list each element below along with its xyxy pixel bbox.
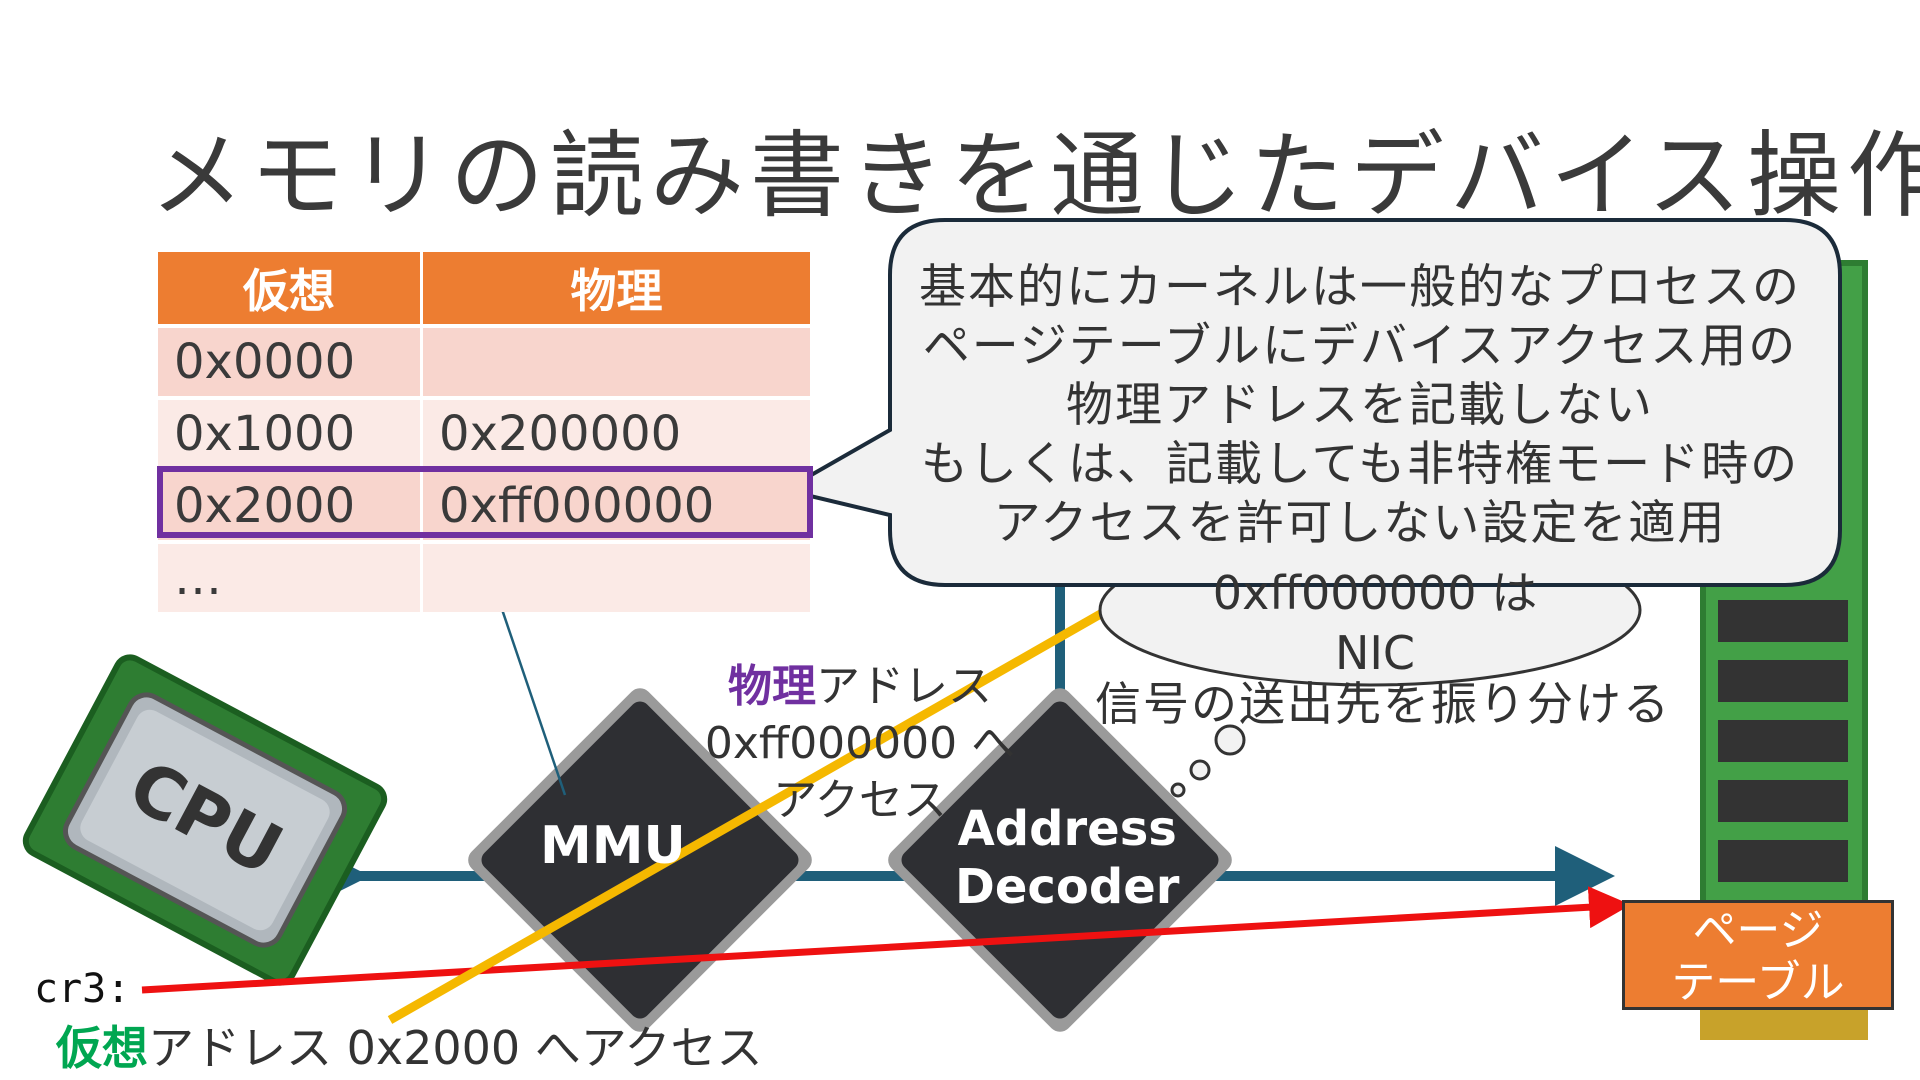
physical-access-label: 物理アドレス 0xff000000 へ アクセス [700, 658, 1020, 829]
cpu-icon: CPU [22, 654, 388, 986]
cr3-register-label: cr3: [34, 966, 131, 1012]
slide-title: メモリの読み書きを通じたデバイス操作 [150, 122, 1920, 231]
physical-cell [421, 540, 810, 612]
decoder-description: 信号の送出先を振り分ける [1095, 677, 1671, 731]
physical-rest: アドレス [816, 661, 992, 712]
physical-cell: 0xff000000 [421, 468, 810, 542]
virtual-access-label: 仮想アドレス 0x2000 へアクセス [56, 1012, 763, 1078]
virtual-cell: 0x0000 [158, 324, 424, 398]
physical-highlight: 物理 [728, 661, 816, 712]
page-table: 仮想 物理 0x0000 0x1000 0x200000 0x2000 0xff… [158, 252, 810, 612]
callout-text: 基本的にカーネルは一般的なプロセスの ページテーブルにデバイスアクセス用の 物理… [919, 260, 1801, 551]
physical-access-word: アクセス [773, 775, 947, 826]
decoder-label: Address Decoder [955, 801, 1180, 915]
virtual-cell: 0x2000 [158, 468, 424, 542]
table-row: 0x0000 [158, 324, 810, 398]
physical-address: 0xff000000 へ [704, 718, 1016, 769]
column-header-virtual: 仮想 [158, 252, 424, 326]
physical-cell [421, 324, 810, 398]
physical-cell: 0x200000 [421, 396, 810, 470]
table-row: 0x1000 0x200000 [158, 396, 810, 470]
cr3-pointer-arrow [141, 886, 1631, 994]
virtual-highlight: 仮想 [56, 1021, 148, 1075]
virtual-rest: アドレス 0x2000 へアクセス [148, 1021, 763, 1075]
table-row: … [158, 540, 810, 612]
column-header-physical: 物理 [421, 252, 810, 326]
speech-callout [779, 218, 1842, 587]
virtual-to-nic-line [387, 576, 1163, 1024]
virtual-cell: … [158, 540, 424, 612]
mmu-label: MMU [540, 816, 686, 876]
highlighted-row-frame [157, 466, 813, 538]
virtual-cell: 0x1000 [158, 396, 424, 470]
page-table-box: ページ テーブル [1622, 900, 1894, 1010]
thought-text: 0xff000000 は NIC [1212, 566, 1538, 680]
table-row: 0x2000 0xff000000 [158, 468, 810, 542]
